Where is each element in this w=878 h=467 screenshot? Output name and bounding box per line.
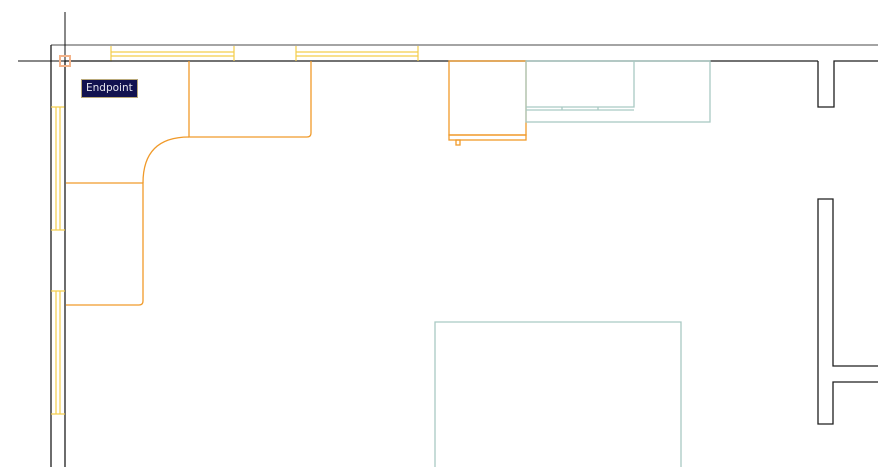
cabinet-unit[interactable] bbox=[448, 60, 527, 146]
window-top-2[interactable] bbox=[295, 46, 419, 61]
crosshair-cursor bbox=[18, 12, 112, 110]
osnap-tooltip: Endpoint bbox=[81, 79, 138, 98]
kitchen-counter[interactable] bbox=[525, 60, 711, 123]
window-left[interactable] bbox=[51, 106, 65, 415]
exterior-wall[interactable] bbox=[50, 44, 878, 467]
wall-opening-right[interactable] bbox=[817, 198, 878, 425]
wall-niche-top-right[interactable] bbox=[817, 60, 878, 108]
table-rectangle[interactable] bbox=[434, 321, 682, 467]
endpoint-snap-marker bbox=[59, 55, 71, 67]
sectional-sofa[interactable] bbox=[66, 61, 312, 306]
window-top-1[interactable] bbox=[110, 46, 235, 61]
